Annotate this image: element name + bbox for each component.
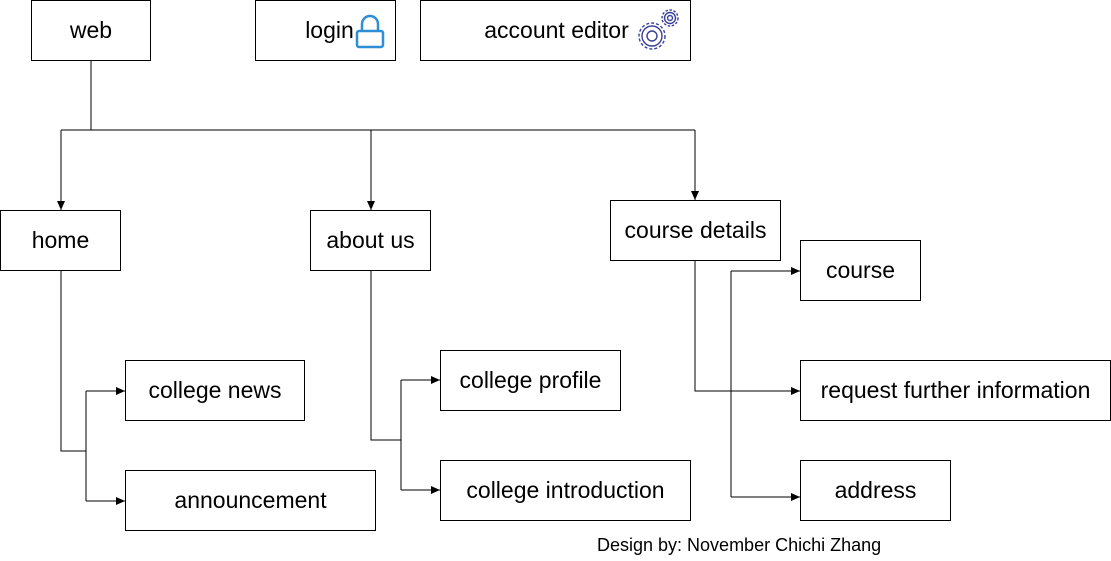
node-request-further-information: request further information	[800, 360, 1111, 421]
node-course: course	[800, 240, 921, 301]
gears-icon	[638, 8, 679, 50]
node-college-profile-label: college profile	[459, 367, 602, 393]
node-login-label: login	[305, 17, 354, 43]
node-college-introduction: college introduction	[440, 460, 691, 521]
node-account-editor-label: account editor	[484, 17, 629, 43]
node-college-introduction-label: college introduction	[466, 477, 665, 503]
node-account-editor: account editor	[420, 0, 691, 61]
node-home: home	[0, 210, 121, 271]
node-college-profile: college profile	[440, 350, 621, 411]
node-login: login	[255, 0, 396, 61]
node-college-news: college news	[125, 360, 305, 421]
node-college-news-label: college news	[148, 377, 282, 403]
node-about-us: about us	[310, 210, 431, 271]
node-announcement-label: announcement	[174, 487, 327, 513]
node-address: address	[800, 460, 951, 521]
design-credit: Design by: November Chichi Zhang	[597, 535, 882, 555]
node-course-label: course	[825, 257, 896, 283]
node-web-label: web	[69, 17, 113, 43]
node-request-further-information-label: request further information	[820, 377, 1091, 403]
node-announcement: announcement	[125, 470, 376, 531]
node-about-us-label: about us	[326, 227, 415, 253]
lock-icon	[355, 14, 385, 48]
node-web: web	[31, 0, 151, 61]
node-course-details: course details	[610, 200, 781, 261]
home-trunk-line	[60, 270, 86, 452]
node-home-label: home	[31, 227, 90, 253]
about-trunk-line	[370, 270, 401, 441]
node-address-label: address	[834, 477, 917, 503]
arrow-course-details-request	[694, 260, 800, 395]
node-course-details-label: course details	[624, 217, 767, 243]
